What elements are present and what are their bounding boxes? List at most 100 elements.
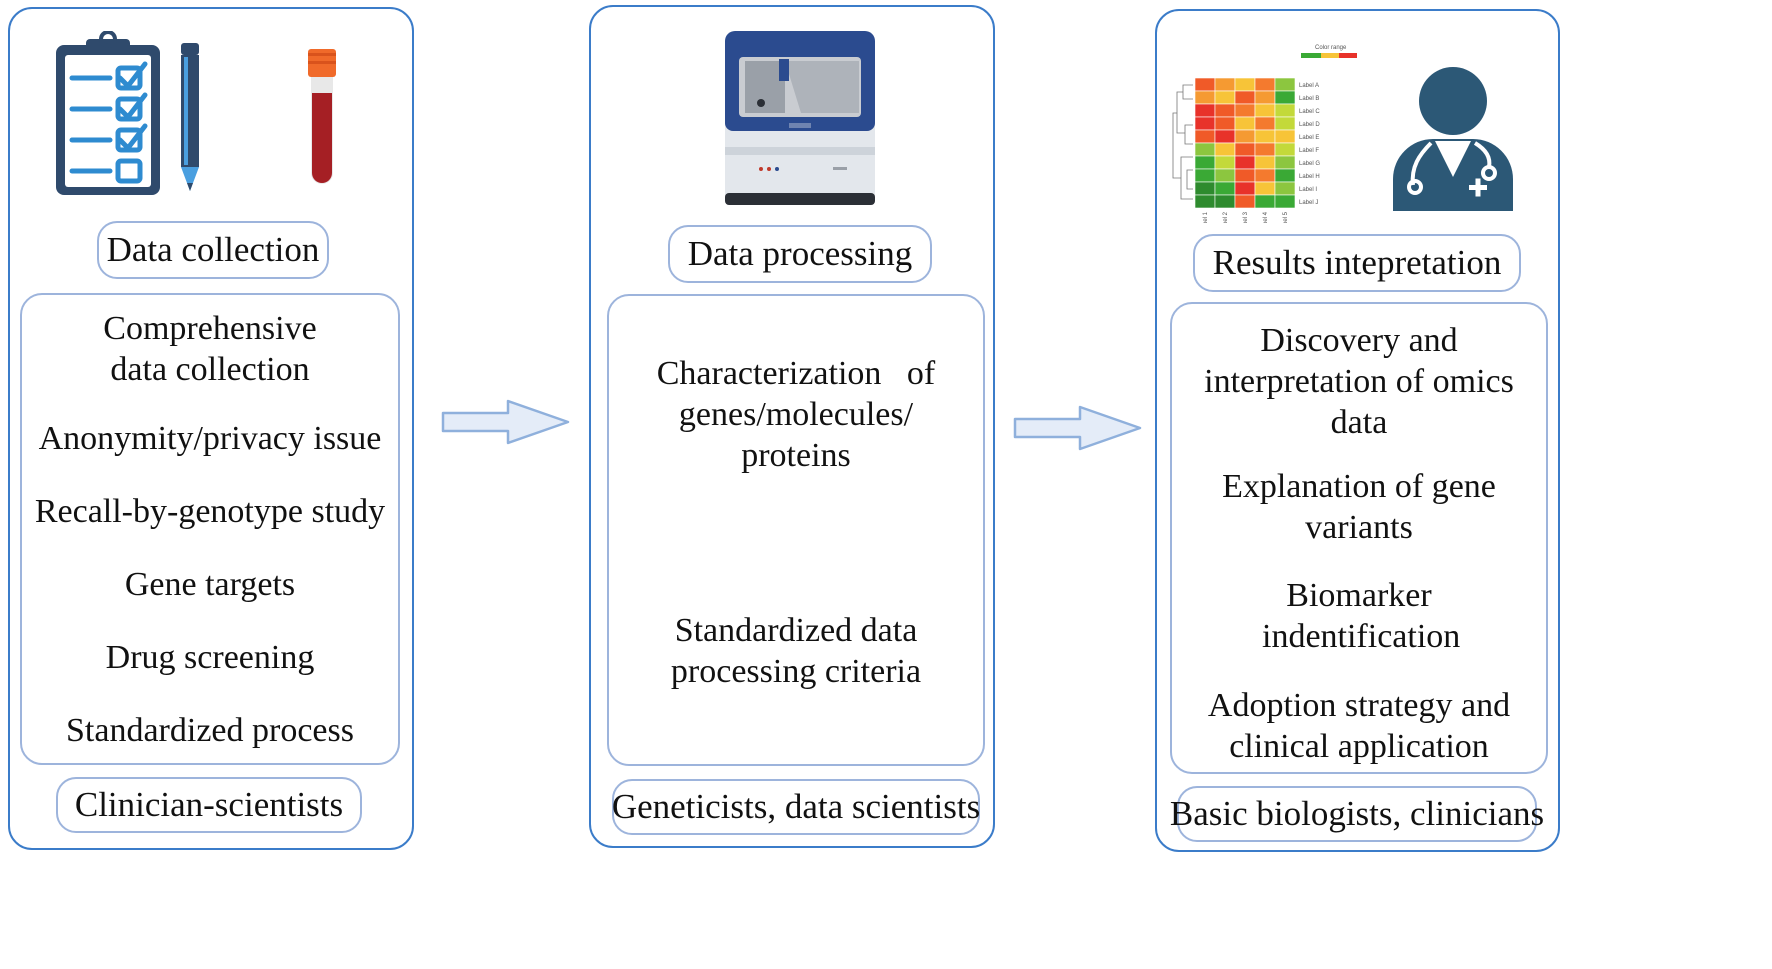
panel-title-results-interpretation: Results intepretation xyxy=(1193,234,1521,292)
heatmap-cell xyxy=(1234,142,1256,157)
heatmap-cell xyxy=(1254,168,1276,183)
heatmap-cell xyxy=(1194,194,1216,209)
heatmap-row-label: Label C xyxy=(1299,109,1320,115)
heatmap-cell xyxy=(1234,116,1256,131)
heatmap-cell xyxy=(1234,181,1256,196)
heatmap-row-label: Label E xyxy=(1299,135,1319,141)
heatmap-cell xyxy=(1234,103,1256,118)
list-item: Adoption strategy and clinical applicati… xyxy=(1207,687,1511,765)
heatmap-cell xyxy=(1274,129,1296,144)
role-label-data-collection: Clinician-scientists xyxy=(56,777,362,833)
list-item: Recall-by-genotype study xyxy=(34,493,386,530)
heatmap-cell xyxy=(1214,90,1236,105)
list-item: Biomarker indentification xyxy=(1262,577,1461,655)
heatmap-cell xyxy=(1234,155,1256,170)
heatmap-cell xyxy=(1214,181,1236,196)
heatmap-row-label: Label I xyxy=(1299,187,1317,193)
heatmap-cell xyxy=(1194,77,1216,92)
heatmap-cell xyxy=(1194,181,1216,196)
heatmap-row-label: Label J xyxy=(1299,200,1318,206)
panel-title-data-processing: Data processing xyxy=(668,225,932,283)
heatmap-cell xyxy=(1234,129,1256,144)
list-item: Comprehensive data collection xyxy=(103,310,317,388)
items-box-data-processing: Characterization of genes/molecules/ pro… xyxy=(607,294,985,766)
heatmap-cell xyxy=(1194,129,1216,144)
heatmap-cell xyxy=(1254,181,1276,196)
heatmap-col-label: Label 5 xyxy=(1283,211,1289,223)
heatmap-cell xyxy=(1274,155,1296,170)
heatmap-row-label: Label F xyxy=(1299,148,1319,154)
heatmap-row-label: Label H xyxy=(1299,174,1320,180)
list-item: Discovery and interpretation of omics da… xyxy=(1204,322,1514,441)
heatmap-cell xyxy=(1274,116,1296,131)
heatmap-cell xyxy=(1214,142,1236,157)
heatmap-cell xyxy=(1234,194,1256,209)
heatmap-row-label: Label B xyxy=(1299,96,1319,102)
heatmap-col-label: Label 4 xyxy=(1263,211,1269,223)
list-item: Explanation of gene variants xyxy=(1222,468,1496,546)
list-item: Drug screening xyxy=(105,639,315,676)
heatmap-cell xyxy=(1214,129,1236,144)
heatmap-row-labels: Label A Label B Label C Label D Label E Label… xyxy=(1299,83,1320,206)
list-item: Gene targets xyxy=(124,566,296,603)
clipboard-checklist-icon xyxy=(56,31,160,195)
items-box-data-collection: Comprehensive data collection Anonymity/… xyxy=(20,293,400,765)
heatmap-cell xyxy=(1274,142,1296,157)
list-item: Standardized process xyxy=(66,712,354,749)
role-label-data-processing: Geneticists, data scientists xyxy=(612,779,980,835)
heatmap-grid xyxy=(1194,77,1296,209)
arrow-right-icon xyxy=(441,399,570,445)
heatmap-cell xyxy=(1274,194,1296,209)
list-item: Characterization of genes/molecules/ pro… xyxy=(656,355,944,474)
heatmap-cell xyxy=(1194,155,1216,170)
heatmap-cell xyxy=(1194,90,1216,105)
heatmap-cell xyxy=(1274,181,1296,196)
role-label-results-interpretation: Basic biologists, clinicians xyxy=(1170,786,1544,842)
heatmap-cell xyxy=(1234,90,1256,105)
heatmap-cell xyxy=(1274,90,1296,105)
heatmap-cell xyxy=(1274,77,1296,92)
panel-data-collection: Data collection Comprehensive data colle… xyxy=(8,7,414,850)
heatmap-cell xyxy=(1214,155,1236,170)
heatmap-col-label: Label 1 xyxy=(1203,211,1209,223)
list-item: Anonymity/privacy issue xyxy=(38,420,382,457)
heatmap-cell xyxy=(1214,168,1236,183)
heatmap-cell xyxy=(1194,103,1216,118)
heatmap-cell xyxy=(1194,116,1216,131)
heatmap-col-label: Label 2 xyxy=(1223,211,1229,223)
heatmap-cell xyxy=(1274,168,1296,183)
panel-data-processing: Data processing Characterization of gene… xyxy=(589,5,995,848)
heatmap-cell xyxy=(1254,90,1276,105)
heatmap-cell xyxy=(1254,116,1276,131)
heatmap-cell xyxy=(1254,142,1276,157)
heatmap-cell xyxy=(1254,194,1276,209)
heatmap-cell xyxy=(1194,142,1216,157)
heatmap-col-label: Label 3 xyxy=(1243,211,1249,223)
heatmap-cell xyxy=(1214,116,1236,131)
heatmap-cell xyxy=(1214,103,1236,118)
heatmap-cell xyxy=(1194,168,1216,183)
heatmap-col-labels: Label 1 Label 2 Label 3 Label 4 Label 5 xyxy=(1203,211,1289,223)
heatmap-row-label: Label D xyxy=(1299,122,1320,128)
heatmap-cell xyxy=(1254,77,1276,92)
panel-title-data-collection: Data collection xyxy=(97,221,329,279)
doctor-icon xyxy=(1393,67,1513,211)
arrow-right-icon xyxy=(1013,405,1142,451)
list-item: Standardized data processing criteria xyxy=(670,612,922,690)
panel-results-interpretation: Color range Label A Label B Label C Label D… xyxy=(1155,9,1560,852)
sequencer-machine-icon xyxy=(725,31,875,205)
heatmap-row-label: Label G xyxy=(1299,161,1320,167)
heatmap-cell xyxy=(1214,194,1236,209)
heatmap-cell xyxy=(1234,77,1256,92)
blood-tube-icon xyxy=(308,49,336,184)
heatmap-cell xyxy=(1254,129,1276,144)
heatmap-legend-label: Color range xyxy=(1315,45,1347,51)
heatmap-cell xyxy=(1254,155,1276,170)
pencil-icon xyxy=(181,43,199,191)
heatmap-icon: Color range Label A Label B Label C Label D… xyxy=(1172,45,1357,223)
heatmap-cell xyxy=(1254,103,1276,118)
heatmap-cell xyxy=(1274,103,1296,118)
heatmap-cell xyxy=(1234,168,1256,183)
heatmap-cell xyxy=(1214,77,1236,92)
heatmap-row-label: Label A xyxy=(1299,83,1319,89)
